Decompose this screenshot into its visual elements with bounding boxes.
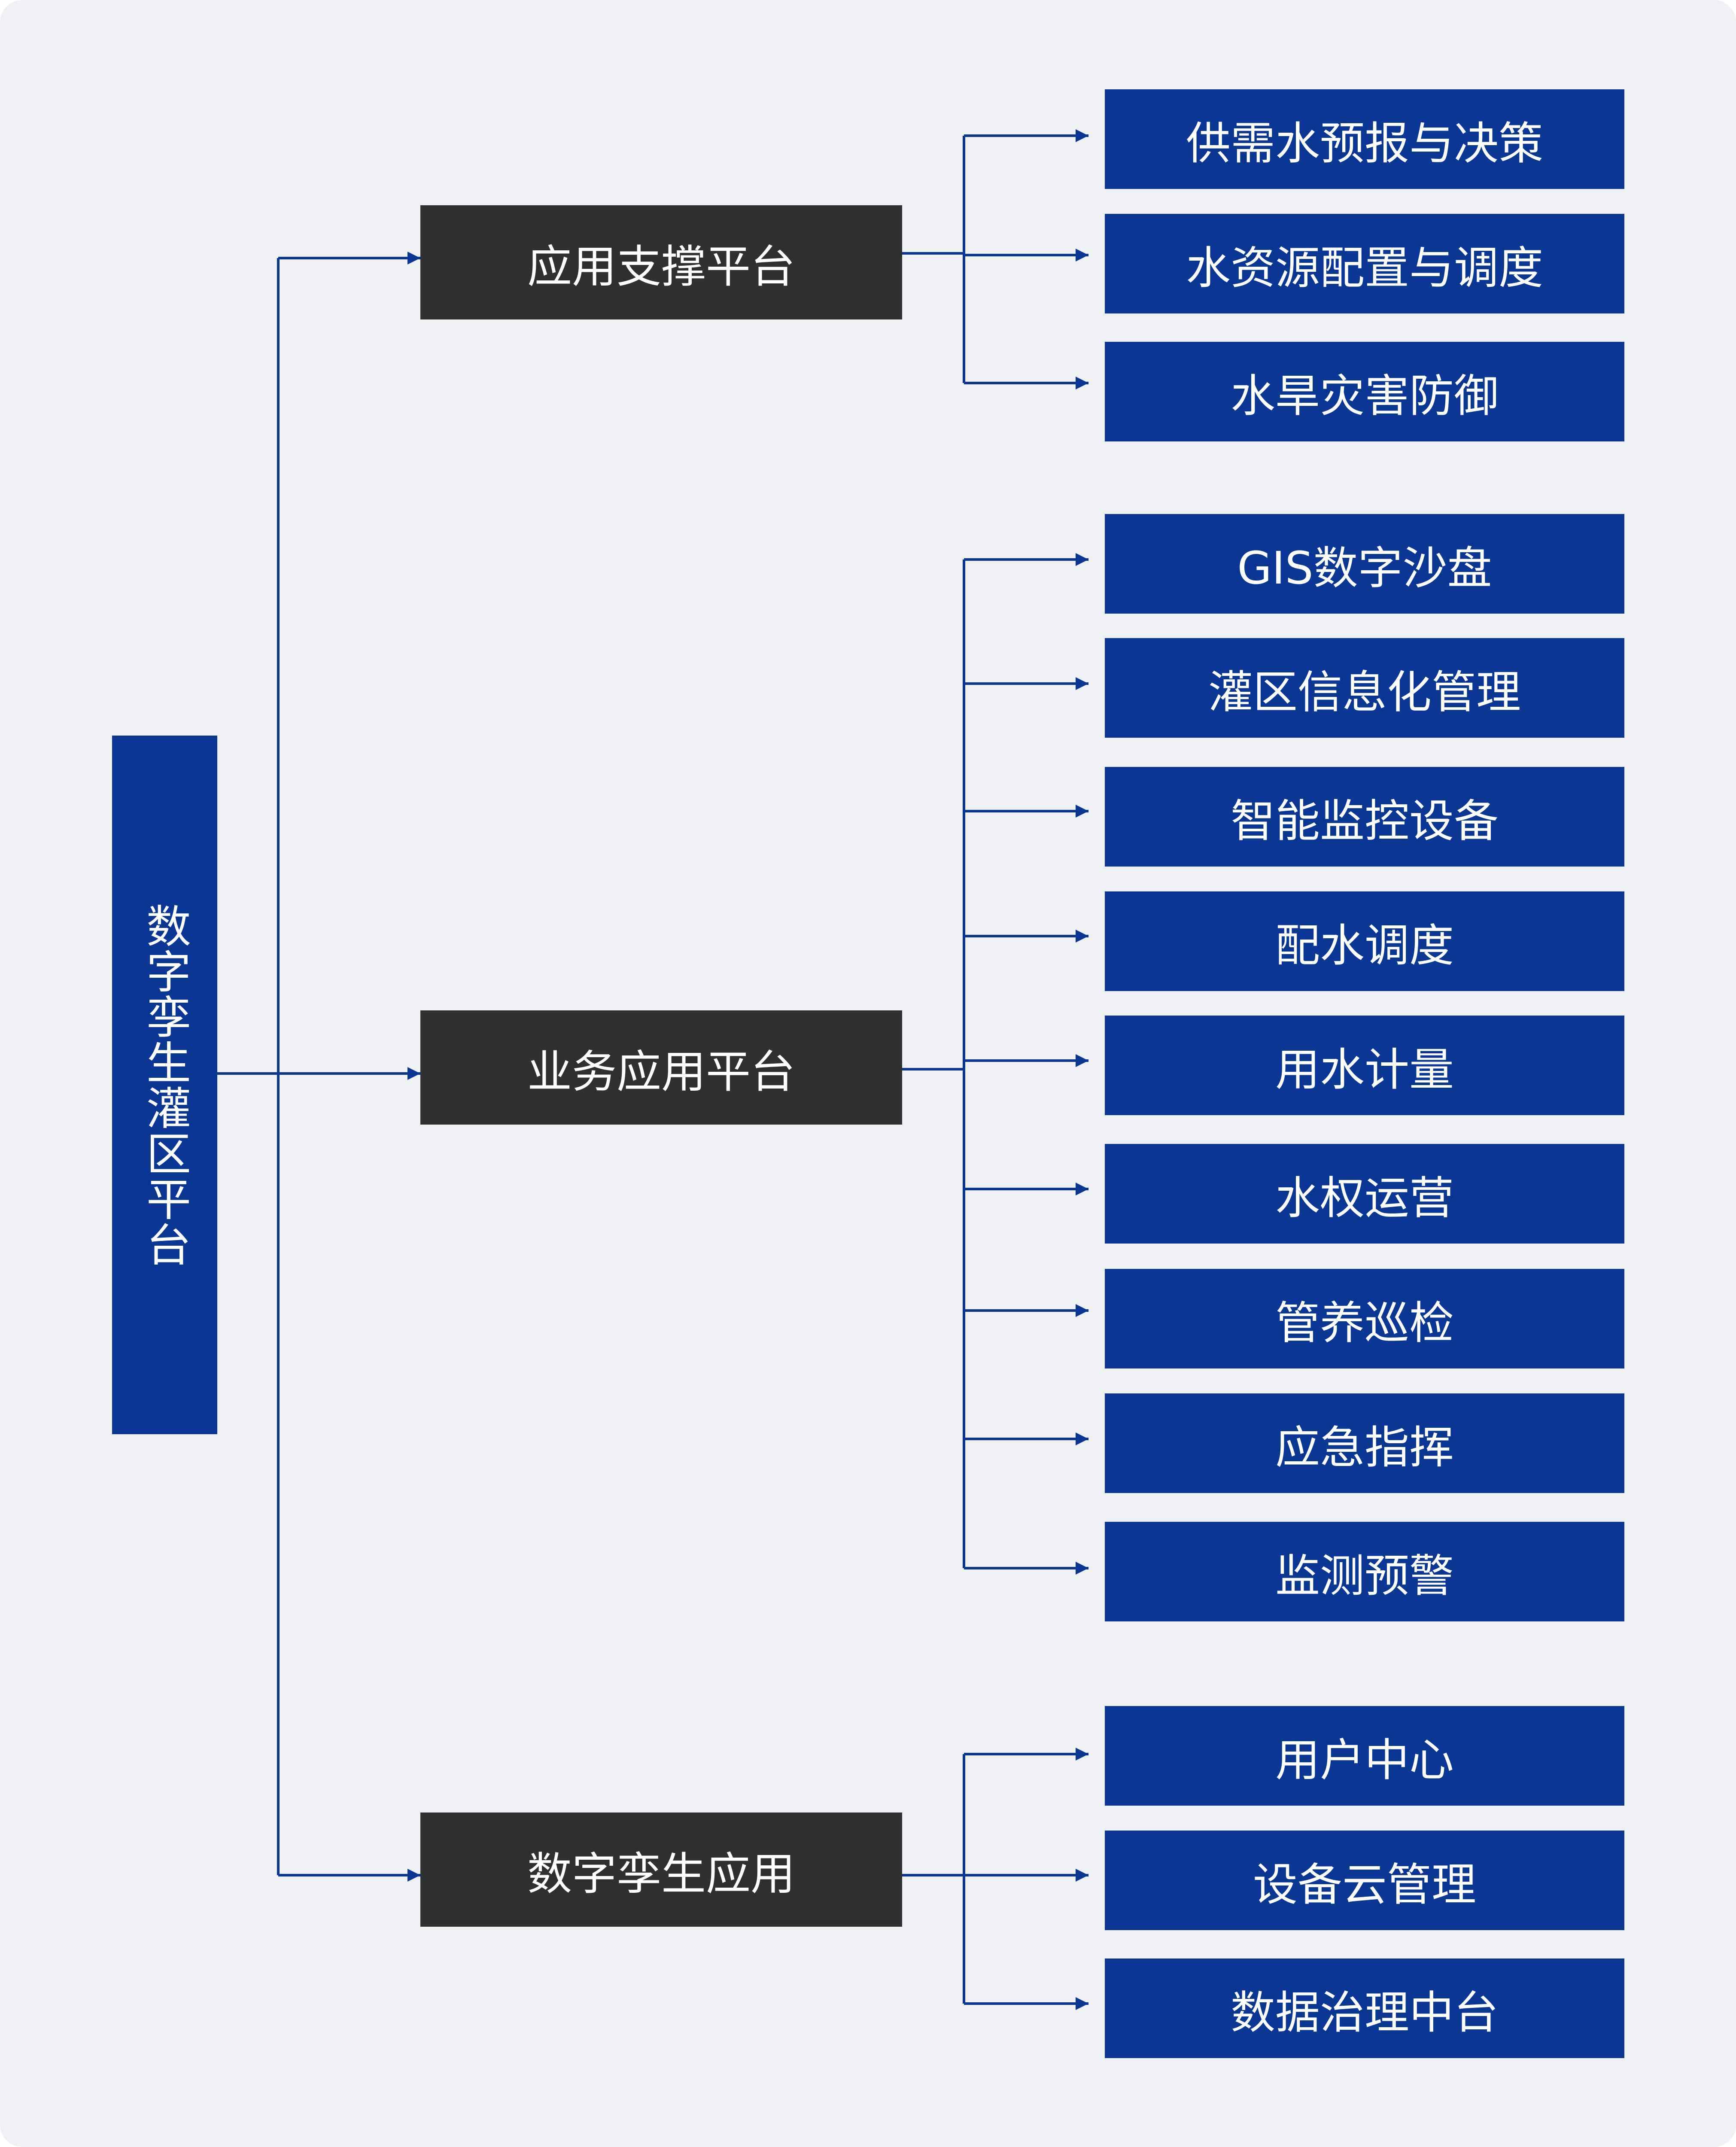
leaf-label: 智能监控设备 <box>1230 794 1499 847</box>
leaf-node: 用水计量 <box>1105 1016 1624 1115</box>
leaf-node: 供需水预报与决策 <box>1105 89 1624 189</box>
leaf-node: 灌区信息化管理 <box>1105 638 1624 738</box>
leaf-label: 用户中心 <box>1275 1733 1454 1786</box>
group-node-app-support: 应用支撑平台 <box>420 205 902 319</box>
leaf-node: 用户中心 <box>1105 1706 1624 1806</box>
leaf-node: GIS数字沙盘 <box>1105 514 1624 614</box>
leaf-label: 水旱灾害防御 <box>1230 369 1499 422</box>
leaf-node: 设备云管理 <box>1105 1831 1624 1930</box>
leaf-node: 管养巡检 <box>1105 1269 1624 1368</box>
root-label: 数字孪生灌区平台 <box>138 903 191 1267</box>
leaf-label: 管养巡检 <box>1275 1296 1454 1349</box>
leaf-label: 监测预警 <box>1275 1549 1454 1602</box>
leaf-node: 水权运营 <box>1105 1144 1624 1244</box>
leaf-node: 监测预警 <box>1105 1522 1624 1621</box>
leaf-label: 配水调度 <box>1275 919 1454 972</box>
leaf-label: 设备云管理 <box>1253 1858 1476 1911</box>
leaf-node: 配水调度 <box>1105 891 1624 991</box>
leaf-node: 数据治理中台 <box>1105 1958 1624 2058</box>
leaf-label: 水权运营 <box>1275 1171 1454 1224</box>
root-node: 数字孪生灌区平台 <box>112 736 217 1434</box>
leaf-label: 灌区信息化管理 <box>1208 666 1521 718</box>
leaf-label: 应急指挥 <box>1275 1421 1454 1474</box>
group-label: 业务应用平台 <box>527 1045 795 1098</box>
leaf-label: 数据治理中台 <box>1230 1986 1499 2039</box>
group-node-business: 业务应用平台 <box>420 1010 902 1125</box>
leaf-node: 水资源配置与调度 <box>1105 214 1624 313</box>
leaf-label: 供需水预报与决策 <box>1186 117 1543 170</box>
leaf-node: 应急指挥 <box>1105 1393 1624 1493</box>
leaf-label: GIS数字沙盘 <box>1237 541 1492 594</box>
leaf-label: 水资源配置与调度 <box>1186 241 1543 294</box>
group-label: 数字孪生应用 <box>527 1847 795 1900</box>
leaf-node: 水旱灾害防御 <box>1105 342 1624 441</box>
leaf-node: 智能监控设备 <box>1105 767 1624 867</box>
group-node-digital-twin: 数字孪生应用 <box>420 1812 902 1927</box>
group-label: 应用支撑平台 <box>527 240 795 293</box>
leaf-label: 用水计量 <box>1275 1043 1454 1096</box>
